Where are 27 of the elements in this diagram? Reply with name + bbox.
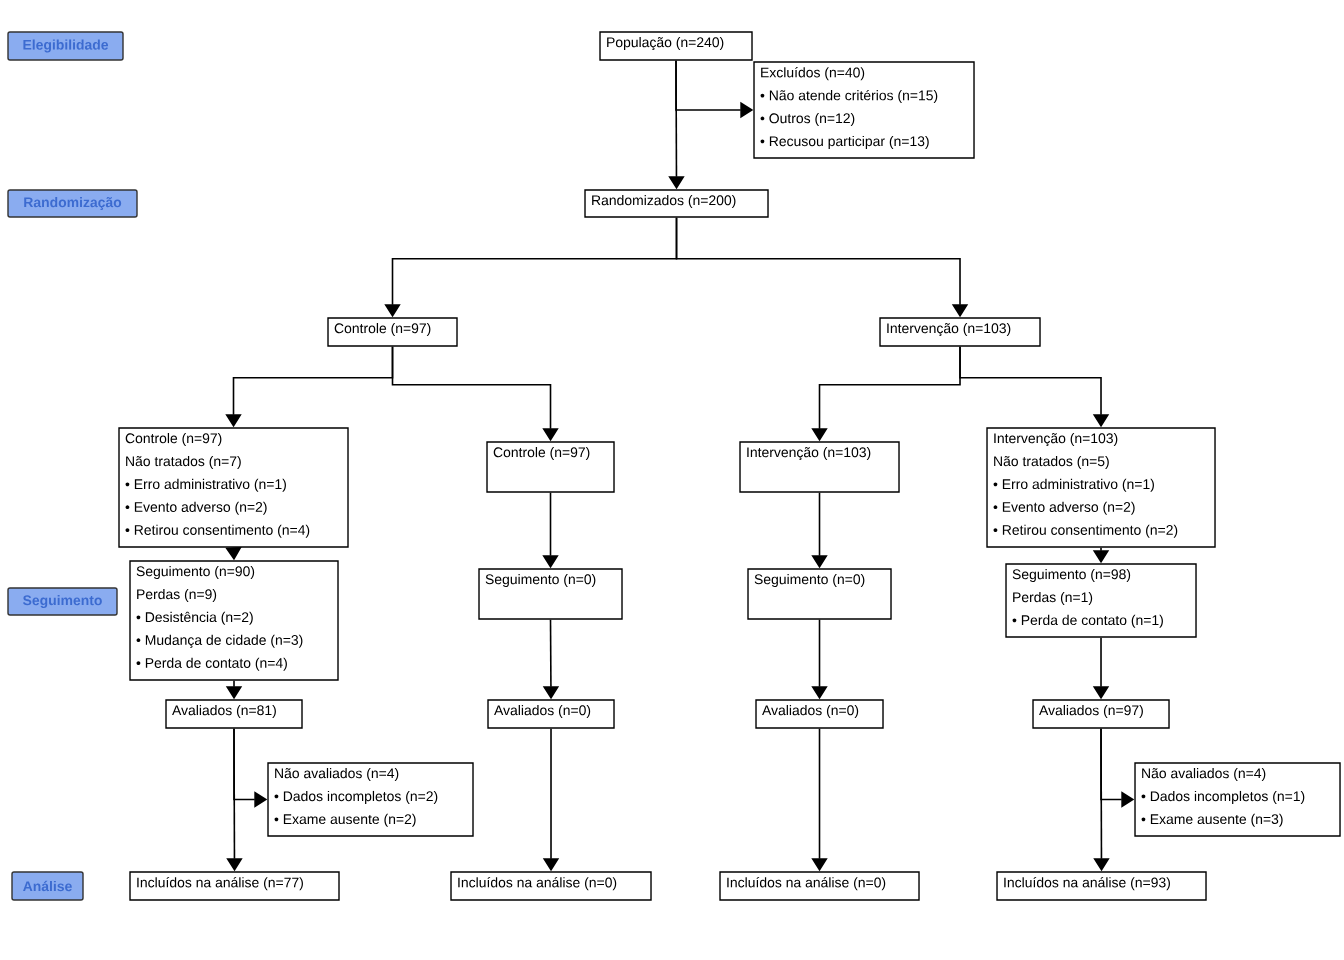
flow-box: Incluídos na análise (n=93) [996, 871, 1207, 901]
flow-box: Seguimento (n=0) [478, 568, 623, 620]
stage-label: Seguimento [7, 587, 118, 616]
flow-box: Intervenção (n=103) Não tratados (n=5) • Erro administrativo (n=1) • Evento adverso (n=2) • Retirou consentimento (n=2) [986, 427, 1216, 548]
flow-box: Seguimento (n=98) Perdas (n=1) • Perda de contato (n=1) [1005, 563, 1197, 638]
flow-box: Não avaliados (n=4) • Dados incompletos (n=2) • Exame ausente (n=2) [267, 762, 474, 837]
flow-box: Randomizados (n=200) [584, 189, 769, 218]
flow-box: Controle (n=97) [486, 441, 615, 493]
flow-box: Seguimento (n=0) [747, 568, 892, 620]
flow-box: Não avaliados (n=4) • Dados incompletos (n=1) • Exame ausente (n=3) [1134, 762, 1341, 837]
flow-box: Controle (n=97) Não tratados (n=7) • Erro administrativo (n=1) • Evento adverso (n=2) • Retirou consentimento (n=4) [118, 427, 349, 548]
flow-box: Seguimento (n=90) Perdas (n=9) • Desistência (n=2) • Mudança de cidade (n=3) • Perda de contato (n=4) [129, 560, 339, 681]
flow-box: Avaliados (n=97) [1032, 699, 1170, 729]
flow-box: Excluídos (n=40) • Não atende critérios (n=15) • Outros (n=12) • Recusou participar (n=13) [753, 61, 975, 159]
flow-box: Incluídos na análise (n=77) [129, 871, 340, 901]
stage-label: Análise [11, 871, 84, 901]
flow-box: Avaliados (n=0) [487, 699, 615, 729]
flow-box: Incluídos na análise (n=0) [719, 871, 920, 901]
flow-box: Avaliados (n=81) [165, 699, 303, 729]
flow-box: População (n=240) [599, 31, 753, 61]
flow-box: Intervenção (n=103) [739, 441, 900, 493]
flow-box: Intervenção (n=103) [879, 317, 1041, 347]
flow-box: Avaliados (n=0) [755, 699, 884, 729]
stage-label: Elegibilidade [7, 31, 124, 61]
flow-box: Controle (n=97) [327, 317, 458, 347]
flow-box: Incluídos na análise (n=0) [450, 871, 652, 901]
stage-label: Randomização [7, 189, 138, 218]
